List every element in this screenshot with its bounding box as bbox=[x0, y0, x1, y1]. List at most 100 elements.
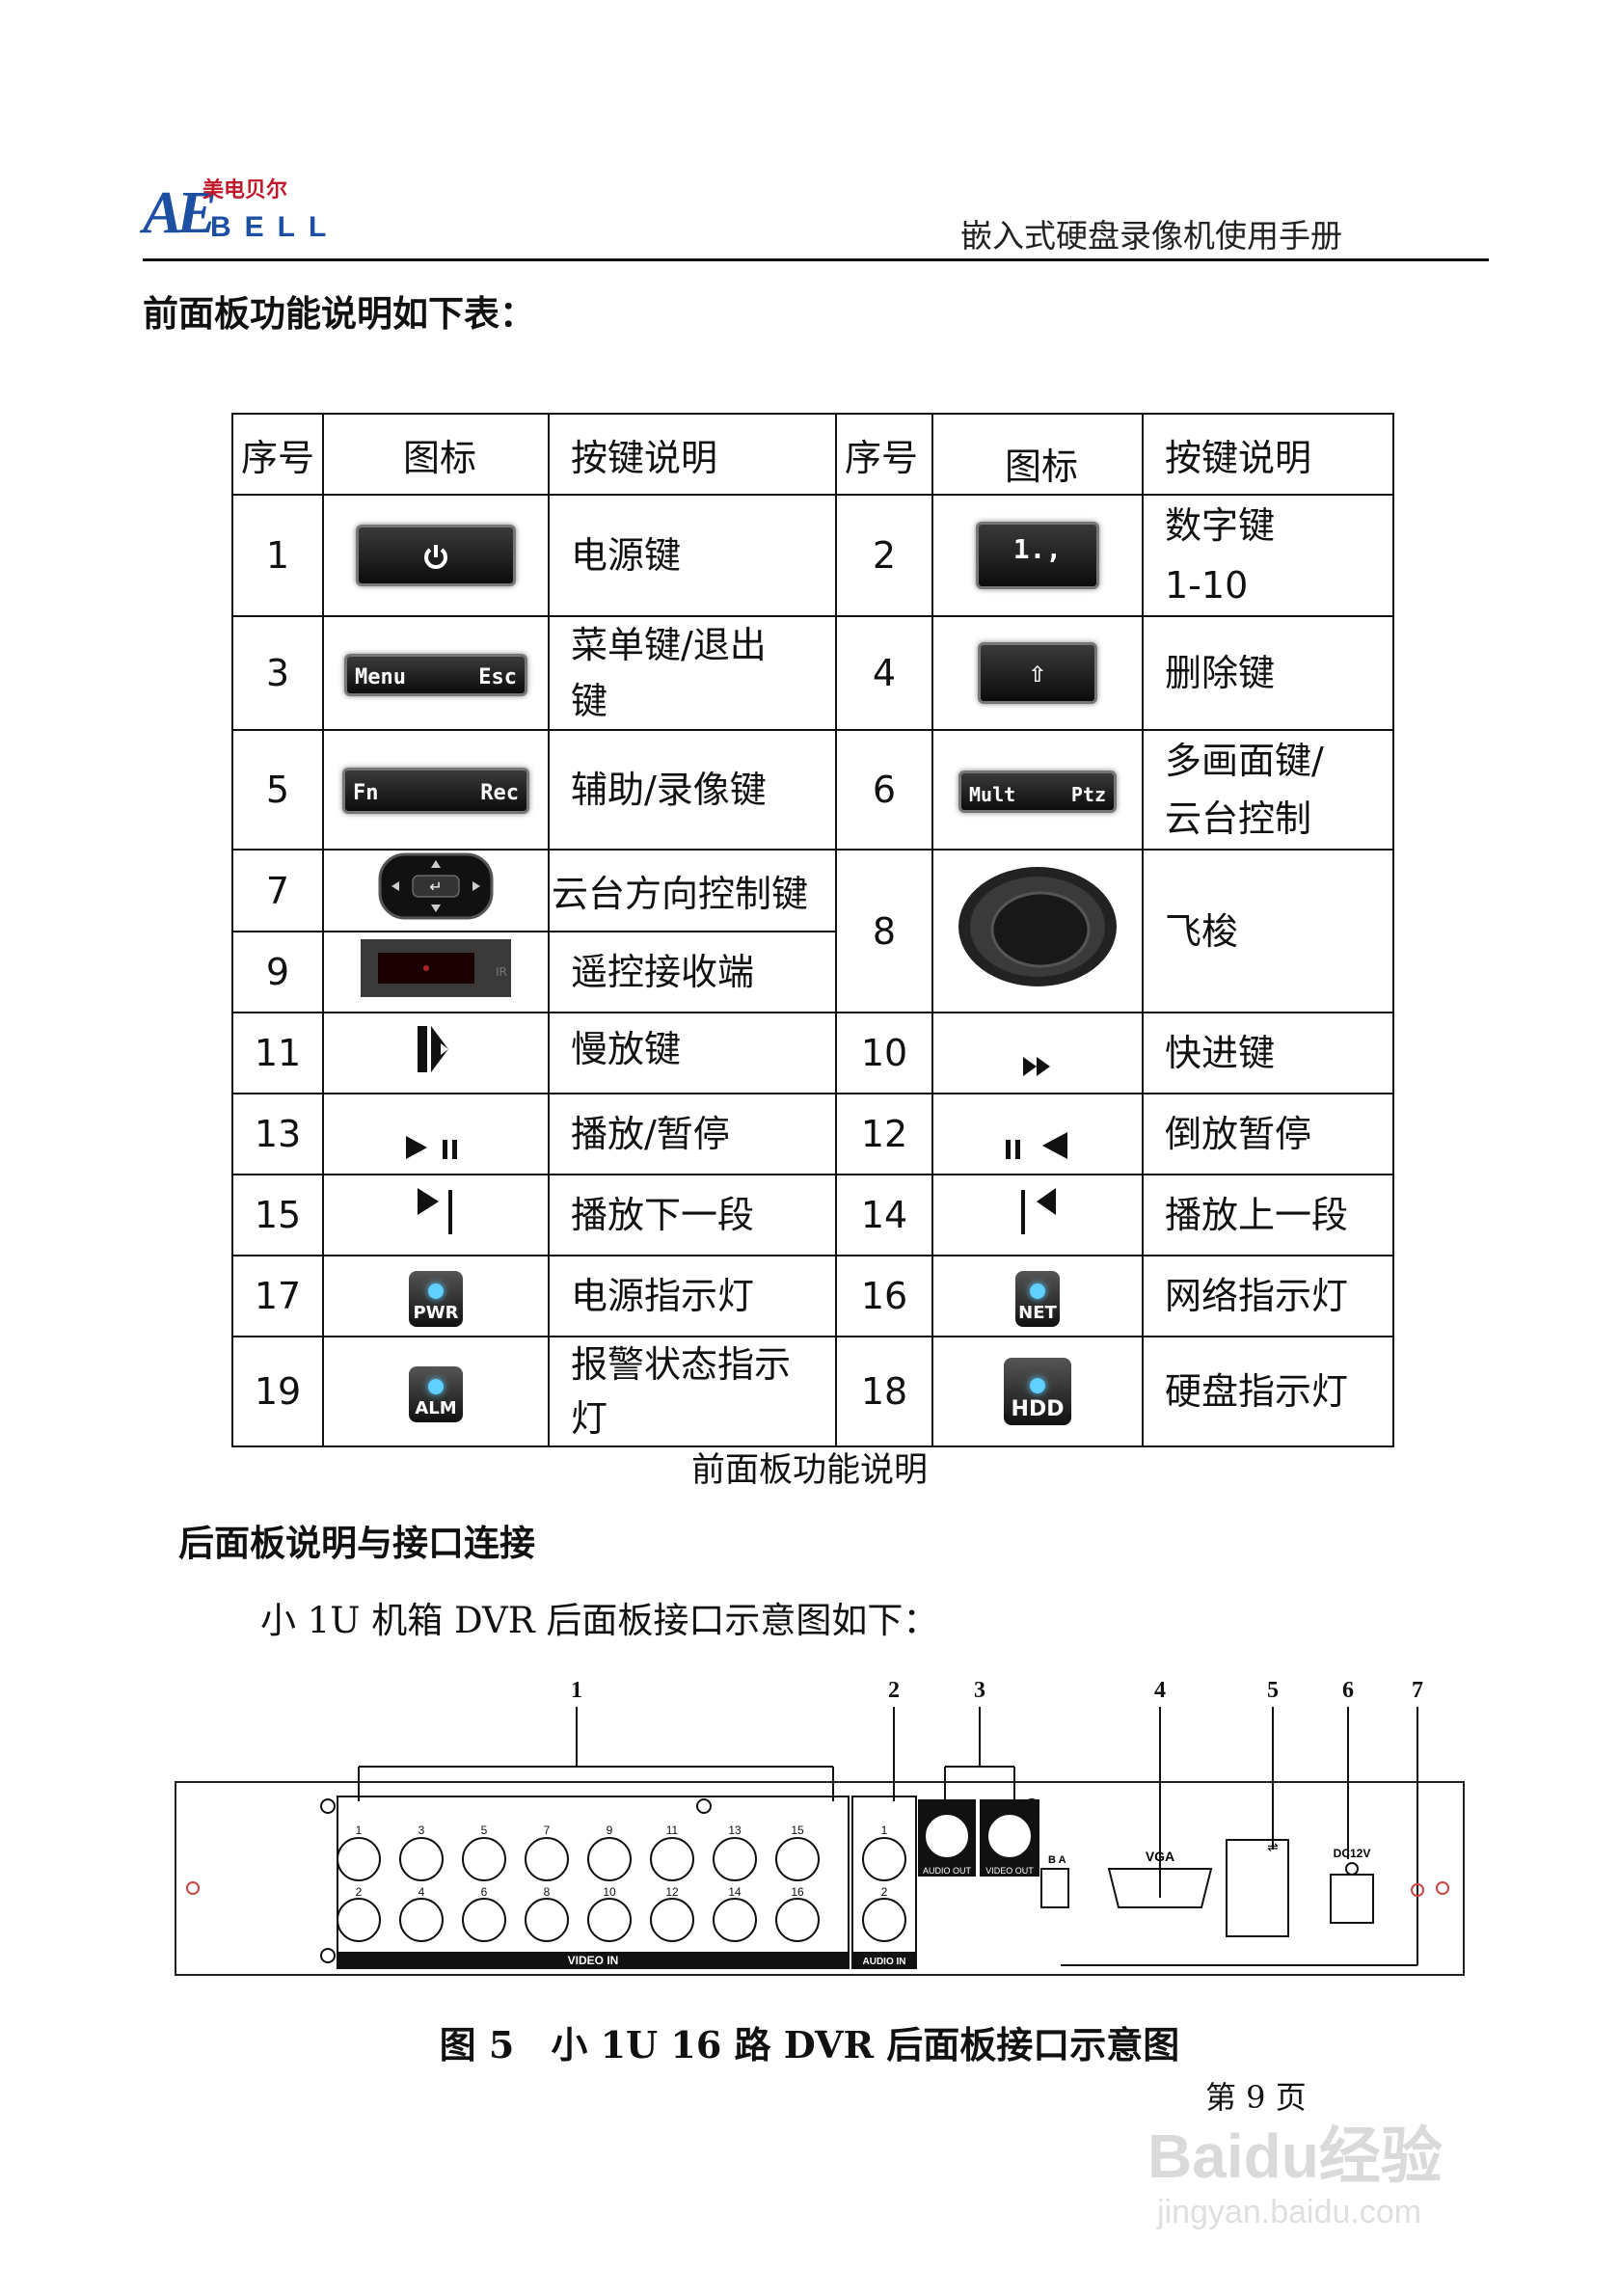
logo-chinese-name: 美电贝尔 bbox=[202, 178, 288, 203]
vga-label: VGA bbox=[1146, 1849, 1174, 1864]
header-divider bbox=[143, 258, 1489, 261]
svg-text:6: 6 bbox=[481, 1885, 488, 1899]
number-key-icon: 1., bbox=[931, 494, 1144, 617]
callout-2: 2 bbox=[888, 1678, 900, 1703]
front-panel-heading: 前面板功能说明如下表： bbox=[143, 292, 535, 335]
audio-in-label: AUDIO IN bbox=[863, 1957, 906, 1967]
usb-port bbox=[1226, 1839, 1289, 1937]
video-in-block bbox=[337, 1796, 850, 1969]
header-cell: 序号 bbox=[231, 413, 324, 496]
table-row: 15 播放下一段 14 播放上一段 bbox=[231, 1174, 1394, 1256]
svg-text:4: 4 bbox=[418, 1885, 425, 1899]
svg-text:2: 2 bbox=[881, 1885, 888, 1899]
callout-7: 7 bbox=[1412, 1678, 1423, 1703]
manual-title: 嵌入式硬盘录像机使用手册 bbox=[960, 217, 1342, 255]
row-number: 9 bbox=[231, 931, 324, 1013]
row-number: 16 bbox=[835, 1255, 933, 1337]
callout-3: 3 bbox=[974, 1678, 985, 1703]
key-description: 删除键 bbox=[1142, 615, 1394, 731]
bnc-connectors bbox=[320, 1798, 820, 1963]
key-description-line: 键 bbox=[571, 680, 608, 722]
row-number: 2 bbox=[835, 494, 933, 617]
reverse-pause-icon bbox=[931, 1093, 1144, 1175]
front-panel-table: 序号 图标 按键说明 序号 图标 按键说明 1 电源键 2 1., 数字键 1-… bbox=[231, 413, 1394, 1447]
key-description-line: 报警状态指示 bbox=[571, 1343, 792, 1386]
callout-4: 4 bbox=[1154, 1678, 1166, 1703]
fast-forward-icon bbox=[931, 1012, 1144, 1094]
key-description: 快进键 bbox=[1142, 1012, 1394, 1094]
svg-text:7: 7 bbox=[544, 1823, 551, 1837]
row-number: 7 bbox=[231, 849, 324, 932]
row-number: 14 bbox=[835, 1174, 933, 1256]
header-cell: 按键说明 bbox=[548, 413, 837, 496]
play-pause-icon bbox=[322, 1093, 550, 1175]
jog-shuttle-icon bbox=[931, 849, 1144, 1013]
table-row: 17 PWR 电源指示灯 16 NET 网络指示灯 bbox=[231, 1255, 1394, 1337]
row-number: 8 bbox=[835, 849, 933, 1013]
logo-bell-text: BELL bbox=[210, 211, 340, 243]
ir-receiver-icon: IR bbox=[322, 931, 550, 1013]
row-number: 13 bbox=[231, 1093, 324, 1175]
next-segment-icon bbox=[322, 1174, 550, 1256]
header-cell: 图标 bbox=[322, 413, 550, 496]
svg-text:1: 1 bbox=[356, 1823, 363, 1837]
logo-mark: AE bbox=[143, 180, 217, 246]
video-in-label: VIDEO IN bbox=[568, 1954, 619, 1967]
back-panel-subheading: 小 1U 机箱 DVR 后面板接口示意图如下： bbox=[260, 1600, 939, 1641]
key-description: 播放下一段 bbox=[548, 1174, 837, 1256]
key-description: 电源键 bbox=[548, 494, 837, 617]
svg-text:11: 11 bbox=[666, 1823, 679, 1837]
table-row: 13 播放/暂停 12 倒放暂停 bbox=[231, 1093, 1394, 1175]
key-description: 硬盘指示灯 bbox=[1142, 1336, 1394, 1447]
alarm-indicator-icon: ALM bbox=[322, 1336, 550, 1447]
delete-key-icon: ⇧ bbox=[931, 615, 1144, 731]
table-header-row: 序号 图标 按键说明 序号 图标 按键说明 bbox=[231, 413, 1394, 496]
table-caption: 前面板功能说明 bbox=[690, 1451, 928, 1490]
back-panel-heading: 后面板说明与接口连接 bbox=[178, 1522, 535, 1564]
key-description: 云台方向控制键 bbox=[548, 849, 837, 932]
svg-text:2: 2 bbox=[356, 1885, 363, 1899]
key-description: 报警状态指示 灯 bbox=[548, 1336, 837, 1447]
key-description: 多画面键/ 云台控制 bbox=[1142, 729, 1394, 851]
row-number: 10 bbox=[835, 1012, 933, 1094]
row-number: 17 bbox=[231, 1255, 324, 1337]
callout-6: 6 bbox=[1342, 1678, 1354, 1703]
page-number: 第 9 页 bbox=[1205, 2079, 1307, 2116]
key-description-line: 灯 bbox=[571, 1397, 608, 1440]
ptz-direction-key-icon: ↵ bbox=[322, 849, 550, 932]
svg-text:9: 9 bbox=[607, 1823, 613, 1837]
row-number: 19 bbox=[231, 1336, 324, 1447]
key-description-line: 云台控制 bbox=[1165, 797, 1312, 840]
row-number: 4 bbox=[835, 615, 933, 731]
key-description-line: 数字键 bbox=[1165, 504, 1276, 547]
svg-text:IR: IR bbox=[496, 965, 507, 979]
row-number: 3 bbox=[231, 615, 324, 731]
key-description: 慢放键 bbox=[548, 1012, 837, 1094]
callout-5: 5 bbox=[1267, 1678, 1279, 1703]
hdd-indicator-icon: HDD bbox=[931, 1336, 1144, 1447]
table-row: 19 ALM 报警状态指示 灯 18 HDD 硬盘指示灯 bbox=[231, 1336, 1394, 1447]
row-number: 18 bbox=[835, 1336, 933, 1447]
slow-play-icon bbox=[322, 1012, 550, 1094]
rs485-label: B A bbox=[1048, 1854, 1066, 1866]
watermark-brand: Baidu经验 bbox=[1147, 2121, 1443, 2191]
svg-text:15: 15 bbox=[791, 1823, 804, 1837]
brand-logo: AE 美电贝尔 BELL bbox=[143, 176, 326, 246]
previous-segment-icon bbox=[931, 1174, 1144, 1256]
header-cell: 按键说明 bbox=[1142, 413, 1394, 496]
row-number: 15 bbox=[231, 1174, 324, 1256]
key-description: 遥控接收端 bbox=[548, 931, 837, 1013]
key-description: 菜单键/退出 键 bbox=[548, 615, 837, 731]
figure-caption: 图 5 小 1U 16 路 DVR 后面板接口示意图 bbox=[439, 2023, 1180, 2066]
table-row: 11 慢放键 10 快进键 bbox=[231, 1012, 1394, 1094]
row-number: 12 bbox=[835, 1093, 933, 1175]
key-description-line: 1-10 bbox=[1165, 564, 1249, 607]
audio-out-label: AUDIO OUT bbox=[923, 1866, 972, 1876]
dc-power-port bbox=[1330, 1874, 1374, 1924]
key-description-line: 多画面键/ bbox=[1165, 740, 1324, 782]
callout-1: 1 bbox=[571, 1678, 582, 1703]
